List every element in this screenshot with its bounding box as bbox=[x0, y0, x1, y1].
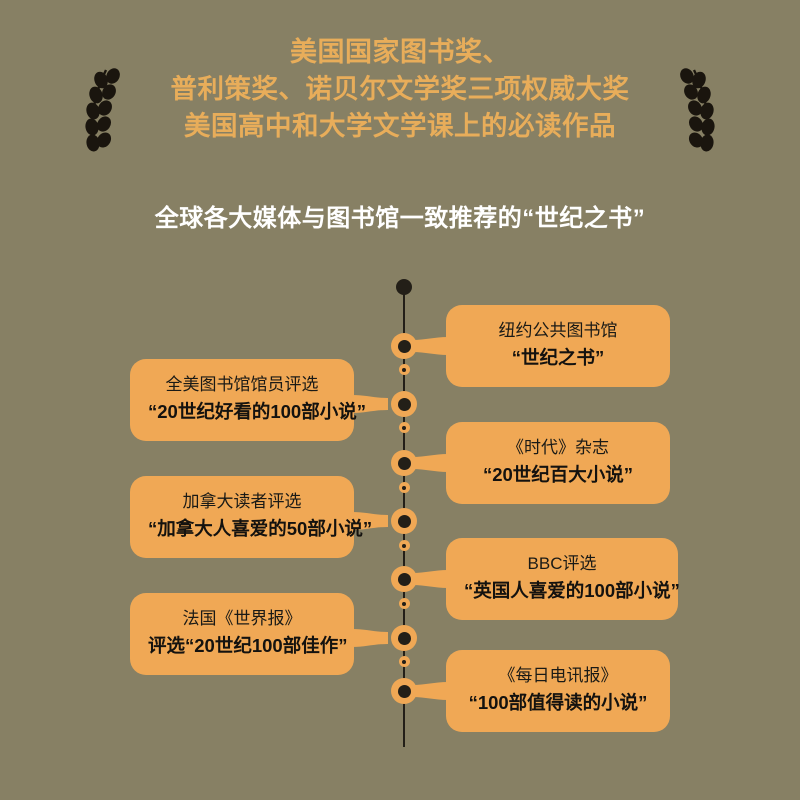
subheadline: 全球各大媒体与图书馆一致推荐的“世纪之书” bbox=[154, 205, 646, 232]
accolade-card[interactable]: 全美图书馆馆员评选 “20世纪好看的100部小说” bbox=[130, 359, 366, 441]
timeline-mini-dot bbox=[398, 364, 410, 375]
card-line-2: 评选“20世纪100部佳作” bbox=[148, 635, 348, 656]
timeline-mini-dot bbox=[398, 598, 410, 609]
card-line-1: 全美图书馆馆员评选 bbox=[165, 375, 319, 394]
timeline-connector bbox=[412, 337, 448, 355]
timeline-node bbox=[391, 625, 417, 651]
card-line-1: 《时代》杂志 bbox=[507, 438, 609, 457]
timeline-connector bbox=[352, 512, 388, 530]
accolade-card[interactable]: 《时代》杂志 “20世纪百大小说” bbox=[446, 422, 670, 504]
headline: 美国国家图书奖、 普利策奖、诺贝尔文学奖三项权威大奖 美国高中和大学文学课上的必… bbox=[120, 34, 680, 145]
card-line-2: “100部值得读的小说” bbox=[468, 692, 648, 713]
promo-header: 美国国家图书奖、 普利策奖、诺贝尔文学奖三项权威大奖 美国高中和大学文学课上的必… bbox=[0, 0, 800, 250]
headline-line-3: 美国高中和大学文学课上的必读作品 bbox=[184, 111, 616, 141]
timeline-connector bbox=[412, 570, 448, 588]
timeline-node bbox=[391, 508, 417, 534]
timeline-connector bbox=[412, 682, 448, 700]
laurel-branch-icon bbox=[76, 64, 122, 156]
timeline-node bbox=[391, 678, 417, 704]
card-line-1: 纽约公共图书馆 bbox=[498, 321, 618, 340]
timeline-connector bbox=[352, 395, 388, 413]
accolade-card[interactable]: 《每日电讯报》 “100部值得读的小说” bbox=[446, 650, 670, 732]
card-line-1: 法国《世界报》 bbox=[182, 609, 302, 628]
headline-line-1: 美国国家图书奖、 bbox=[290, 37, 510, 67]
timeline-node bbox=[391, 333, 417, 359]
timeline-mini-dot bbox=[398, 422, 410, 433]
card-line-1: 加拿大读者评选 bbox=[182, 492, 302, 511]
timeline-node bbox=[391, 450, 417, 476]
accolade-card[interactable]: 纽约公共图书馆 “世纪之书” bbox=[446, 305, 670, 387]
timeline-connector bbox=[352, 629, 388, 647]
card-line-2: “20世纪百大小说” bbox=[482, 464, 634, 485]
accolade-card[interactable]: BBC评选 “英国人喜爱的100部小说” bbox=[446, 538, 680, 620]
card-line-1: BBC评选 bbox=[527, 554, 597, 573]
card-line-2: “20世纪好看的100部小说” bbox=[148, 401, 366, 422]
timeline-mini-dot bbox=[398, 540, 410, 551]
accolade-card[interactable]: 法国《世界报》 评选“20世纪100部佳作” bbox=[130, 593, 354, 675]
timeline-mini-dot bbox=[398, 482, 410, 493]
timeline-node bbox=[391, 566, 417, 592]
timeline-connector bbox=[412, 454, 448, 472]
card-line-2: “加拿大人喜爱的50部小说” bbox=[148, 518, 373, 539]
timeline-node bbox=[391, 391, 417, 417]
headline-line-2: 普利策奖、诺贝尔文学奖三项权威大奖 bbox=[170, 74, 630, 104]
card-line-2: “英国人喜爱的100部小说” bbox=[464, 580, 680, 601]
accolades-timeline: 纽约公共图书馆 “世纪之书” 全美图书馆馆员评选 “20世纪好看的100部小说”… bbox=[0, 250, 800, 800]
timeline-mini-dot bbox=[398, 656, 410, 667]
card-line-1: 《每日电讯报》 bbox=[498, 666, 618, 685]
card-line-2: “世纪之书” bbox=[511, 347, 605, 368]
accolade-card[interactable]: 加拿大读者评选 “加拿大人喜爱的50部小说” bbox=[130, 476, 373, 558]
laurel-branch-icon bbox=[678, 64, 724, 156]
